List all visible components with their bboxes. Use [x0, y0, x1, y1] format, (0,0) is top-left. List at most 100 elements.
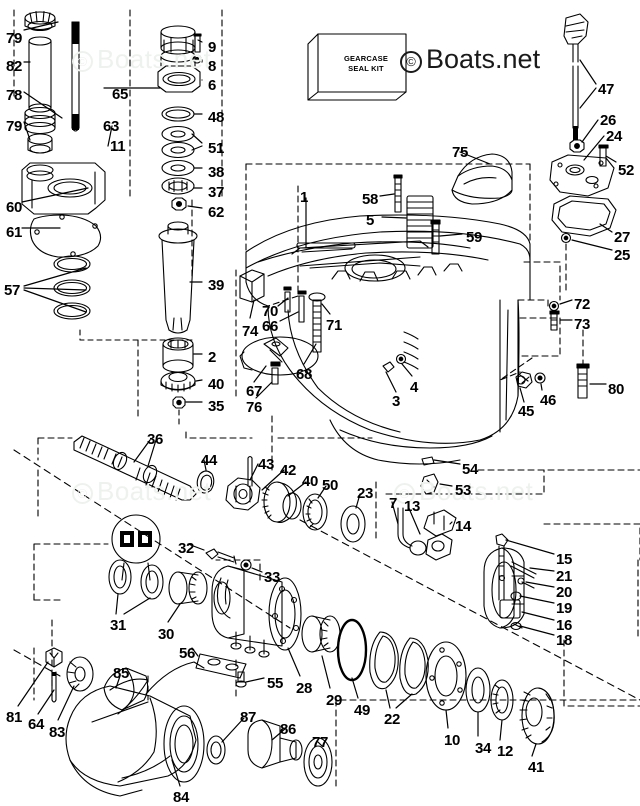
part-callout-80[interactable]: 80 [608, 381, 625, 398]
part-callout-78[interactable]: 78 [6, 87, 23, 104]
part-callout-22[interactable]: 22 [384, 711, 401, 728]
part-callout-79[interactable]: 79 [6, 30, 23, 47]
part-callout-68[interactable]: 68 [296, 366, 313, 383]
part-callout-39[interactable]: 39 [208, 277, 225, 294]
part-callout-62[interactable]: 62 [208, 204, 225, 221]
group-part-29 [301, 615, 341, 653]
part-callout-20[interactable]: 20 [556, 584, 573, 601]
watermark-faint-mid-right: ©Boats.net [394, 476, 533, 507]
group-driveshaft-65 [71, 21, 80, 132]
part-callout-85[interactable]: 85 [113, 665, 130, 682]
part-callout-16[interactable]: 16 [556, 617, 573, 634]
part-callout-53[interactable]: 53 [455, 482, 472, 499]
part-callout-67[interactable]: 67 [246, 383, 263, 400]
part-callout-81[interactable]: 81 [6, 709, 23, 726]
part-callout-77[interactable]: 77 [312, 734, 329, 751]
part-callout-83[interactable]: 83 [49, 724, 66, 741]
part-callout-54[interactable]: 54 [462, 461, 479, 478]
seal-kit-label-line1: GEARCASE [343, 54, 389, 63]
part-callout-28[interactable]: 28 [296, 680, 313, 697]
part-callout-7[interactable]: 7 [389, 495, 398, 512]
part-callout-43[interactable]: 43 [258, 456, 275, 473]
part-callout-64[interactable]: 64 [28, 716, 45, 733]
part-callout-76[interactable]: 76 [246, 399, 263, 416]
part-callout-37[interactable]: 37 [208, 184, 225, 201]
part-callout-45[interactable]: 45 [518, 403, 535, 420]
part-callout-13[interactable]: 13 [404, 498, 421, 515]
part-callout-40[interactable]: 40 [208, 376, 225, 393]
part-callout-35[interactable]: 35 [208, 398, 225, 415]
part-callout-21[interactable]: 21 [556, 568, 573, 585]
part-callout-82[interactable]: 82 [6, 58, 23, 75]
part-callout-34[interactable]: 34 [475, 740, 492, 757]
part-callout-41[interactable]: 41 [528, 759, 545, 776]
part-callout-44[interactable]: 44 [201, 452, 218, 469]
part-callout-8[interactable]: 8 [208, 58, 217, 75]
group-part-5-58 [393, 174, 434, 249]
part-callout-51[interactable]: 51 [208, 140, 225, 157]
part-callout-19[interactable]: 19 [556, 600, 573, 617]
part-callout-4[interactable]: 4 [410, 379, 419, 396]
part-callout-5[interactable]: 5 [366, 212, 375, 229]
part-callout-1[interactable]: 1 [300, 189, 309, 206]
part-callout-18[interactable]: 18 [556, 632, 573, 649]
part-callout-70[interactable]: 70 [262, 303, 279, 320]
part-callout-86[interactable]: 86 [280, 721, 297, 738]
watermark-text: Boats.net [419, 476, 534, 506]
part-callout-71[interactable]: 71 [326, 317, 343, 334]
part-callout-10[interactable]: 10 [444, 732, 461, 749]
part-callout-15[interactable]: 15 [556, 551, 573, 568]
part-callout-38[interactable]: 38 [208, 164, 225, 181]
part-callout-23[interactable]: 23 [357, 485, 374, 502]
part-callout-74[interactable]: 74 [242, 323, 259, 340]
part-callout-40[interactable]: 40 [302, 473, 319, 490]
part-callout-63[interactable]: 63 [103, 118, 120, 135]
part-callout-65[interactable]: 65 [112, 86, 129, 103]
part-callout-59[interactable]: 59 [466, 229, 483, 246]
part-callout-36[interactable]: 36 [147, 431, 164, 448]
part-callout-58[interactable]: 58 [362, 191, 379, 208]
group-part-59 [430, 219, 441, 255]
part-callout-6[interactable]: 6 [208, 77, 217, 94]
group-bearings-31-30 [108, 559, 208, 605]
part-callout-47[interactable]: 47 [598, 81, 615, 98]
part-callout-33[interactable]: 33 [264, 569, 281, 586]
part-callout-30[interactable]: 30 [158, 626, 175, 643]
part-callout-72[interactable]: 72 [574, 296, 591, 313]
part-callout-66[interactable]: 66 [262, 318, 279, 335]
part-callout-25[interactable]: 25 [614, 247, 631, 264]
part-callout-12[interactable]: 12 [497, 743, 514, 760]
group-part-3-4 [382, 353, 407, 373]
part-callout-32[interactable]: 32 [178, 540, 195, 557]
group-part-80 [576, 363, 590, 399]
part-callout-84[interactable]: 84 [173, 789, 190, 806]
part-callout-11[interactable]: 11 [110, 138, 126, 155]
part-callout-14[interactable]: 14 [455, 518, 472, 535]
part-callout-50[interactable]: 50 [322, 477, 339, 494]
part-callout-9[interactable]: 9 [208, 39, 217, 56]
watermark-text: Boats.net [97, 44, 212, 74]
part-callout-56[interactable]: 56 [179, 645, 196, 662]
copyright-icon: © [72, 483, 93, 504]
part-callout-55[interactable]: 55 [267, 675, 284, 692]
part-callout-27[interactable]: 27 [614, 229, 631, 246]
part-callout-57[interactable]: 57 [4, 282, 21, 299]
part-callout-75[interactable]: 75 [452, 144, 469, 161]
part-callout-3[interactable]: 3 [392, 393, 401, 410]
part-callout-46[interactable]: 46 [540, 392, 557, 409]
part-callout-52[interactable]: 52 [618, 162, 635, 179]
part-callout-2[interactable]: 2 [208, 349, 217, 366]
part-callout-73[interactable]: 73 [574, 316, 591, 333]
part-callout-24[interactable]: 24 [606, 128, 623, 145]
part-callout-26[interactable]: 26 [600, 112, 617, 129]
part-callout-79[interactable]: 79 [6, 118, 23, 135]
part-callout-29[interactable]: 29 [326, 692, 343, 709]
part-callout-87[interactable]: 87 [240, 709, 257, 726]
part-callout-60[interactable]: 60 [6, 199, 23, 216]
part-callout-49[interactable]: 49 [354, 702, 371, 719]
part-callout-42[interactable]: 42 [280, 462, 297, 479]
part-callout-61[interactable]: 61 [6, 224, 23, 241]
part-callout-31[interactable]: 31 [110, 617, 127, 634]
part-callout-48[interactable]: 48 [208, 109, 225, 126]
